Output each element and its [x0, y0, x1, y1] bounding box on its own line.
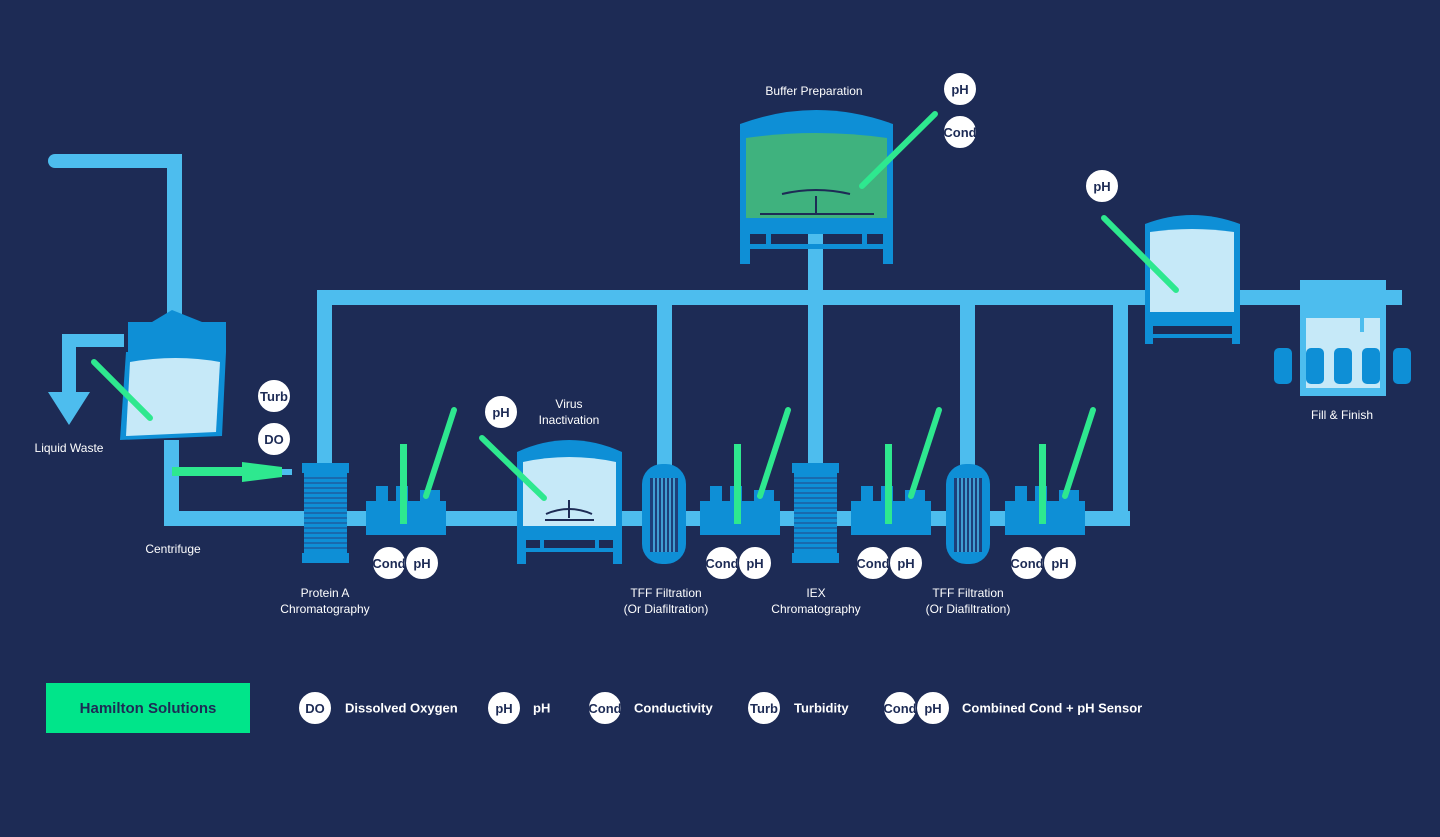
- label-virus-inactivation: Virus Inactivation: [539, 396, 600, 428]
- badge-turb-centrifuge: Turb: [257, 379, 291, 413]
- legend-label-ph: pH: [533, 700, 551, 716]
- legend-badge-do: DO: [298, 691, 332, 725]
- protein-a-column: [302, 463, 349, 563]
- legend-title: Hamilton Solutions: [46, 683, 250, 733]
- label-liquid-waste: Liquid Waste: [34, 441, 104, 455]
- label-centrifuge: Centrifuge: [145, 542, 201, 556]
- legend-label-do: Dissolved Oxygen: [345, 700, 458, 716]
- legend-badge-ph: pH: [487, 691, 521, 725]
- label-buffer-preparation: Buffer Preparation: [765, 84, 863, 98]
- badge-ph-block1: pH: [405, 546, 439, 580]
- iex-column: [792, 463, 839, 563]
- badge-ph-block3: pH: [889, 546, 923, 580]
- pre-fill-tank: [1101, 215, 1240, 344]
- sensor-block-4: [1005, 407, 1096, 535]
- sensor-block-3: [851, 407, 942, 535]
- legend-badge-combined-cond: Cond: [883, 691, 917, 725]
- centrifuge-probe: [91, 359, 153, 421]
- label-protein-a: Protein A Chromatography: [280, 585, 369, 617]
- label-protein-a-line2: Chromatography: [280, 602, 370, 616]
- tff-filter-1: [642, 464, 686, 564]
- buffer-preparation-tank: [740, 110, 938, 264]
- label-tff1-line1: TFF Filtration: [630, 586, 702, 600]
- badge-ph-block2: pH: [738, 546, 772, 580]
- legend-label-combined: Combined Cond + pH Sensor: [962, 700, 1143, 716]
- label-tff-1: TFF Filtration (Or Diafiltration): [624, 585, 709, 617]
- label-virus-line2: Inactivation: [538, 413, 600, 427]
- legend-badge-combined-ph: pH: [916, 691, 950, 725]
- badge-cond-block1: Cond: [372, 546, 406, 580]
- label-iex-line2: Chromatography: [771, 602, 861, 616]
- legend-label-turb: Turbidity: [794, 700, 849, 716]
- badge-cond-block2: Cond: [705, 546, 739, 580]
- badge-ph-block4: pH: [1043, 546, 1077, 580]
- tff-filter-2: [946, 464, 990, 564]
- badge-cond-buffer: Cond: [943, 115, 977, 149]
- badge-ph-buffer: pH: [943, 72, 977, 106]
- label-tff-2: TFF Filtration (Or Diafiltration): [926, 585, 1011, 617]
- badge-do-centrifuge: DO: [257, 422, 291, 456]
- label-iex: IEX Chromatography: [771, 585, 860, 617]
- legend-label-cond: Conductivity: [634, 700, 713, 716]
- fill-finish-station: [1274, 280, 1411, 396]
- label-virus-line1: Virus: [555, 397, 583, 411]
- badge-ph-virus: pH: [484, 395, 518, 429]
- badge-cond-block4: Cond: [1010, 546, 1044, 580]
- sensor-block-2: [700, 407, 791, 535]
- label-protein-a-line1: Protein A: [300, 586, 350, 600]
- centrifuge: [91, 310, 292, 482]
- label-tff1-line2: (Or Diafiltration): [623, 602, 709, 616]
- badge-ph-prefill: pH: [1085, 169, 1119, 203]
- legend-badge-cond: Cond: [588, 691, 622, 725]
- label-iex-line1: IEX: [806, 586, 826, 600]
- virus-inactivation-tank: [479, 435, 622, 564]
- label-tff2-line2: (Or Diafiltration): [925, 602, 1011, 616]
- legend-badge-turb: Turb: [747, 691, 781, 725]
- label-fill-finish: Fill & Finish: [1310, 408, 1374, 422]
- sensor-block-1: [366, 407, 457, 535]
- label-tff2-line1: TFF Filtration: [932, 586, 1004, 600]
- badge-cond-block3: Cond: [856, 546, 890, 580]
